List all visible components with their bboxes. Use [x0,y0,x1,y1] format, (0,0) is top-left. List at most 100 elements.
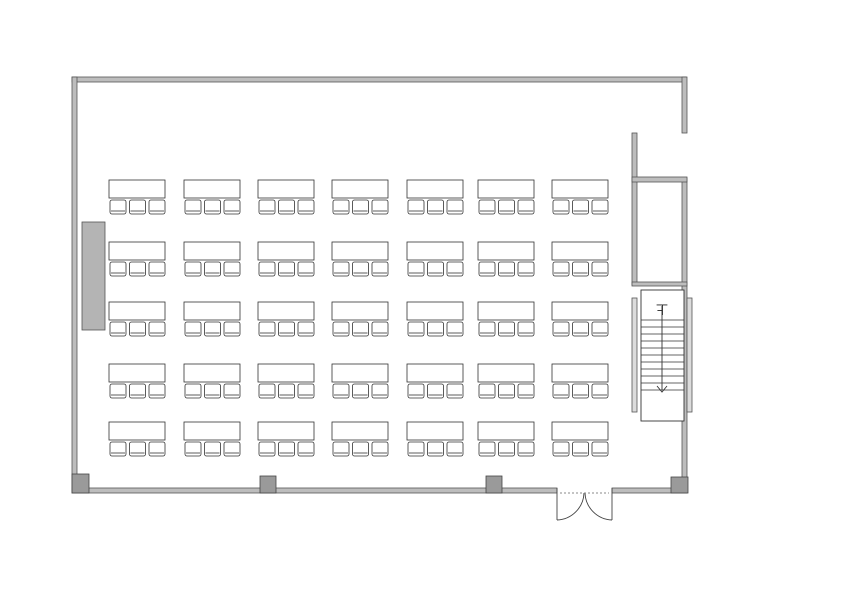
desk-set [257,179,315,215]
desk [257,421,315,441]
desk-set [551,179,609,215]
chair [446,321,464,337]
desk [331,421,389,441]
desk [257,301,315,321]
chair [371,321,389,337]
chair [407,383,425,399]
desk [108,241,166,261]
double-swing-door-icon [556,488,613,521]
chair [352,383,369,399]
chair [572,321,589,337]
desk [551,241,609,261]
chair [109,321,127,337]
desk [551,301,609,321]
chair [278,261,295,277]
desk-set [108,301,166,337]
desk [551,363,609,383]
left-wall [71,76,78,492]
desk-set [183,421,241,457]
chair [478,383,496,399]
chair [498,383,515,399]
chair [552,321,570,337]
chair [109,261,127,277]
chair [498,261,515,277]
chair [332,383,350,399]
chair [427,321,444,337]
chair [446,261,464,277]
chair [352,261,369,277]
chair [278,441,295,457]
chair [278,199,295,215]
desk-set [477,179,535,215]
desk-set [257,363,315,399]
desk [477,363,535,383]
desk-set [477,241,535,277]
chair [223,199,241,215]
chair [407,199,425,215]
chair [552,441,570,457]
chair [427,261,444,277]
desk-set [406,301,464,337]
stairs: 上 [631,289,693,422]
desk-set [331,363,389,399]
chair [427,199,444,215]
chair [278,321,295,337]
desk-set [183,241,241,277]
desk-set [406,179,464,215]
chair [184,383,202,399]
desk-set [183,363,241,399]
desk [406,421,464,441]
chair [223,321,241,337]
desk [257,241,315,261]
right-wall-upper [681,76,688,134]
bottom-wall-left [71,487,558,494]
columns [71,473,689,494]
chair [446,199,464,215]
desk-set [183,301,241,337]
chair [184,199,202,215]
desk-set [551,363,609,399]
chair [204,321,221,337]
chair [407,261,425,277]
desk-set [331,301,389,337]
chair [552,383,570,399]
chair [427,383,444,399]
chair [371,199,389,215]
chair [446,383,464,399]
desk-set [331,421,389,457]
stair-wall-right [686,297,693,413]
desk-set [406,421,464,457]
blackboard-icon [81,221,106,331]
column-bottom-mid-right [485,475,503,494]
chair [572,441,589,457]
desk-set [257,421,315,457]
desk-set [551,241,609,277]
desk-grid [108,179,609,457]
chair [258,321,276,337]
desk [183,301,241,321]
chair [148,321,166,337]
chair [184,321,202,337]
desk [108,421,166,441]
desk-set [551,421,609,457]
desk [183,421,241,441]
chair [572,261,589,277]
chair [371,441,389,457]
desk [551,421,609,441]
chair [591,321,609,337]
chair [297,383,315,399]
top-wall [71,76,687,83]
desk [477,301,535,321]
chair [129,321,146,337]
chair [258,261,276,277]
chair [129,261,146,277]
chair [371,261,389,277]
chair [148,441,166,457]
desk-set [406,241,464,277]
chair [109,199,127,215]
desk [406,301,464,321]
desk [477,421,535,441]
chair [332,261,350,277]
stair-direction-label: 上 [656,302,668,316]
